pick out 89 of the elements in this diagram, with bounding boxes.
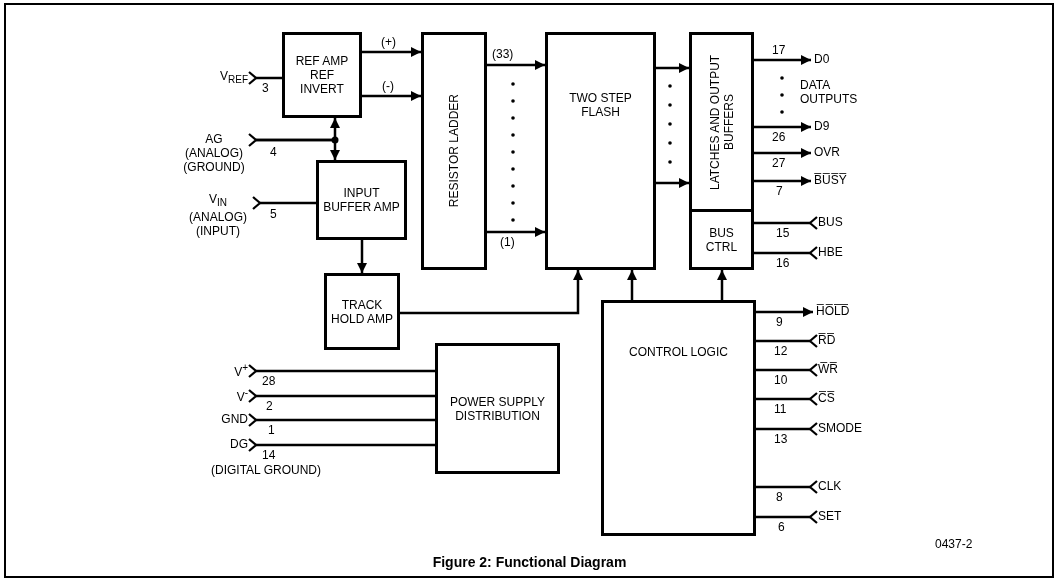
pin-name: OVR [814, 145, 841, 159]
edge-label: 14 [262, 449, 276, 462]
edge-label: 28 [262, 375, 276, 388]
edge-label: 5 [270, 208, 277, 221]
edge-label: 9 [776, 316, 783, 329]
arrow [756, 307, 813, 317]
pin-line [247, 388, 435, 404]
edge-label: (33) [492, 48, 514, 61]
arrow [400, 270, 583, 315]
edge-label: 17 [772, 44, 786, 57]
pin-line [247, 70, 282, 86]
pin-name: H̅O̅L̅D̅ [816, 304, 851, 318]
pin-name: SMODE [818, 421, 863, 435]
edge-label: 6 [778, 521, 785, 534]
figure-caption: Figure 2: Functional Diagram [432, 554, 627, 570]
edge-label: 26 [772, 131, 786, 144]
edge-label: 16 [776, 257, 790, 270]
signal-group-label: DATA OUTPUTS [800, 78, 859, 106]
edge-label: (1) [500, 236, 515, 249]
pin-line [247, 412, 435, 428]
arrow [754, 176, 811, 186]
function-block: POWER SUPPLY DISTRIBUTION [435, 343, 560, 474]
pin-line [251, 195, 316, 211]
arrow [362, 91, 421, 101]
pin-name: GND [220, 412, 248, 426]
function-block: REF AMP REF INVERT [282, 32, 362, 118]
pin-line [756, 391, 819, 407]
edge-label: 3 [262, 82, 269, 95]
edge-label: 4 [270, 146, 277, 159]
function-block: TWO STEP FLASH [545, 32, 656, 270]
pin-name: V$^{+}$ [233, 361, 248, 379]
arrow [256, 138, 340, 160]
arrow [362, 47, 421, 57]
edge-label: (+) [381, 36, 396, 49]
pin-name: V$^{-}$ [235, 386, 248, 404]
pin-description: (DIGITAL GROUND) [211, 463, 321, 477]
pin-line [247, 437, 435, 453]
edge-label: 12 [774, 345, 788, 358]
pin-name: AG [204, 132, 224, 146]
function-block: INPUT BUFFER AMP [316, 160, 407, 240]
pin-line [756, 509, 819, 525]
pin-name: BUS [818, 215, 844, 229]
pin-name: B̅U̅S̅Y̅ [814, 173, 848, 187]
pin-line [247, 363, 435, 379]
edge-label: 10 [774, 374, 788, 387]
pin-name: D0 [814, 52, 831, 66]
pin-description: (ANALOG) (INPUT) [188, 210, 248, 239]
arrow [487, 60, 545, 70]
pin-line [756, 421, 819, 437]
arrow [754, 55, 811, 65]
pin-line [754, 215, 819, 231]
edge-label: 7 [776, 185, 783, 198]
edge-label: (-) [382, 80, 394, 93]
arrow [754, 148, 811, 158]
arrow [754, 122, 811, 132]
pin-name: HBE [818, 245, 844, 259]
function-block: RESISTOR LADDER [421, 32, 487, 270]
function-block: CONTROL LOGIC [601, 300, 756, 536]
pin-line [756, 362, 819, 378]
pin-name: C̅S̅ [818, 391, 836, 405]
pin-line [754, 245, 819, 261]
arrow [656, 178, 689, 188]
function-block: BUS CTRL [689, 209, 754, 270]
pin-name: R̅D̅ [818, 333, 837, 347]
pin-name: CLK [818, 479, 843, 493]
arrow [357, 240, 367, 273]
pin-description: (ANALOG) (GROUND) [182, 146, 246, 174]
edge-label: 13 [774, 433, 788, 446]
arrow [717, 270, 727, 300]
function-block: TRACK HOLD AMP [324, 273, 400, 350]
pin-name: V$_{IN}$ [208, 192, 228, 211]
pin-name: D9 [814, 119, 831, 133]
pin-name: DG [229, 437, 248, 451]
function-block: LATCHES AND OUTPUT BUFFERS [689, 32, 754, 212]
pin-name: W̅R̅ [818, 362, 839, 376]
arrow [627, 270, 637, 300]
edge-label: 11 [774, 403, 787, 416]
arrow [656, 63, 689, 73]
edge-label: 15 [776, 227, 790, 240]
pin-name: V$_{REF}$ [219, 69, 248, 88]
edge-label: 2 [266, 400, 273, 413]
pin-line [756, 333, 819, 349]
pin-name: SET [818, 509, 843, 523]
figure-code: 0437-2 [935, 537, 973, 551]
pin-line [756, 479, 819, 495]
edge-label: 8 [776, 491, 783, 504]
edge-label: 27 [772, 157, 786, 170]
edge-label: 1 [268, 424, 275, 437]
arrow [487, 227, 545, 237]
